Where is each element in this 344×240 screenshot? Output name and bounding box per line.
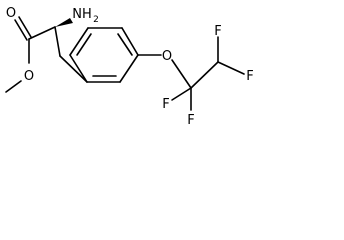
atom-label-amine-subscript: 2 — [93, 15, 99, 25]
atom-label-ether-oxygen: O — [162, 49, 172, 64]
bond-cf2-f-left — [171, 87, 192, 101]
atom-label-fluorine-bottom: F — [187, 113, 194, 128]
atom-label-fluorine-right: F — [246, 69, 253, 84]
atom-label-amine-nh: NH — [72, 7, 92, 22]
ring-bond-3 — [121, 27, 139, 56]
bond-ether-o-cf2 — [171, 59, 192, 89]
bond-chf2-f-right — [217, 61, 245, 75]
wedge-bond-amine — [55, 18, 73, 27]
ring-bond-5 — [69, 27, 89, 56]
ring-bond-2 — [119, 54, 139, 83]
structure-diagram: O O NH 2 O F F F F — [5, 6, 254, 128]
ring-inner-bond-3 — [76, 33, 92, 56]
bond-carbonyl-a — [14, 19, 28, 41]
atom-label-carbonyl-oxygen: O — [6, 6, 16, 21]
atom-label-fluorine-left: F — [162, 97, 169, 112]
bond-alpha-ch2 — [54, 26, 61, 57]
bond-ch2-ring — [59, 55, 88, 83]
bond-cf2-chf2 — [190, 61, 219, 89]
bond-ester-o-methyl — [5, 80, 22, 93]
atom-label-ester-oxygen: O — [24, 69, 34, 84]
bond-carbonyl-b — [18, 16, 32, 38]
atom-label-fluorine-top: F — [214, 24, 221, 39]
ring-inner-bond-2 — [117, 33, 133, 56]
ring-bond-6 — [69, 54, 88, 83]
bond-carbonyl-alpha — [28, 26, 56, 40]
